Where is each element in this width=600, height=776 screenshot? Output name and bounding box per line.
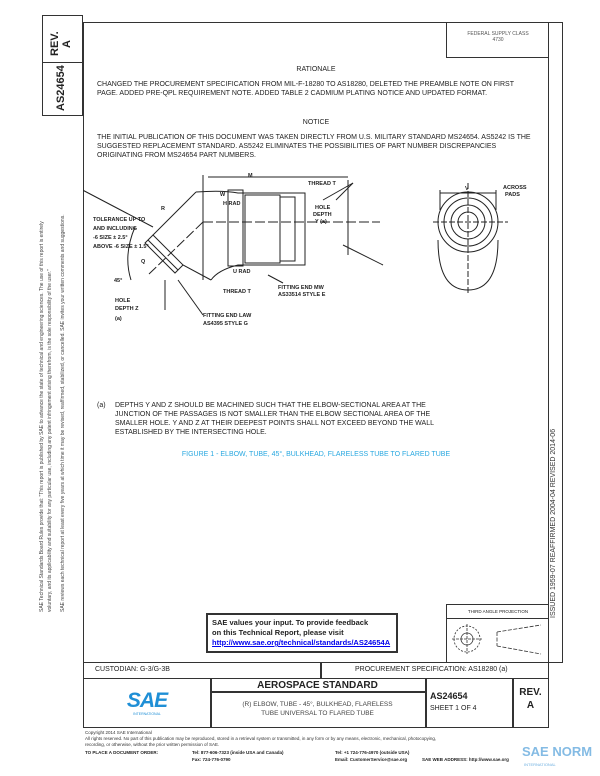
notice-line: SAE Technical Standards Board Rules prov… bbox=[39, 221, 45, 612]
elbow-drawing: TOLERANCE UP TO AND INCLUDING -6 SIZE ± … bbox=[83, 173, 527, 327]
sheet-number: SHEET 1 OF 4 bbox=[430, 705, 477, 712]
label-fitting-law-std: AS4395 STYLE G bbox=[203, 321, 248, 327]
tel-us: Tel: 877-606-7323 (inside USA and Canada… bbox=[192, 750, 284, 755]
divider bbox=[425, 678, 427, 728]
label-r: R bbox=[161, 206, 165, 212]
divider bbox=[210, 678, 212, 728]
label-fitting-mw-std: AS33514 STYLE E bbox=[278, 292, 326, 298]
order-label: TO PLACE A DOCUMENT ORDER: bbox=[85, 750, 159, 755]
note-a-marker: (a) bbox=[97, 402, 106, 409]
sae-logo-sub: INTERNATIONAL bbox=[133, 712, 161, 716]
label-h-rad: H RAD bbox=[223, 201, 240, 207]
divider bbox=[210, 691, 425, 693]
notice-line: voluntary, and its applicability and sui… bbox=[47, 269, 53, 612]
notice-line: SAE reviews each technical report at lea… bbox=[60, 214, 66, 612]
side-rev-value: A bbox=[61, 40, 73, 48]
title-block bbox=[83, 678, 549, 728]
federal-supply-value: 4730 bbox=[492, 37, 504, 43]
label-v: V bbox=[465, 186, 469, 192]
notice-text: THE INITIAL PUBLICATION OF THIS DOCUMENT… bbox=[97, 134, 531, 159]
label-m: M bbox=[248, 173, 253, 179]
label-depth: DEPTH bbox=[313, 212, 332, 218]
tel-intl: Tel: +1 724-776-4970 (outside USA) bbox=[335, 750, 410, 755]
label-q: Q bbox=[141, 259, 146, 265]
aerospace-standard-heading: AEROSPACE STANDARD bbox=[257, 680, 378, 691]
label-pads: PADS bbox=[505, 192, 520, 198]
feedback-box: SAE values your input. To provide feedba… bbox=[206, 613, 398, 653]
federal-supply-label: FEDERAL SUPPLY CLASS bbox=[467, 31, 529, 37]
label-fitting-mw: FITTING END MW bbox=[278, 285, 325, 291]
rationale-text: CHANGED THE PROCUREMENT SPECIFICATION FR… bbox=[97, 81, 514, 97]
tolerance-line: TOLERANCE UP TO bbox=[93, 217, 146, 223]
rights: All rights reserved. No part of this pub… bbox=[85, 736, 437, 741]
title-line: (R) ELBOW, TUBE - 45°, BULKHEAD, FLARELE… bbox=[242, 701, 393, 708]
tolerance-line: AND INCLUDING bbox=[93, 226, 137, 232]
label-angle: 45° bbox=[114, 278, 122, 284]
divider bbox=[512, 678, 514, 728]
title-rev-label: REV. bbox=[519, 687, 542, 698]
feedback-line: SAE values your input. To provide feedba… bbox=[212, 618, 369, 627]
side-rev-box: REV.A bbox=[42, 15, 83, 63]
issue-dates: ISSUED 1959-07 REAFFIRMED 2004-04 REVISE… bbox=[550, 428, 557, 618]
tolerance-line: ABOVE -6 SIZE ± 1.5° bbox=[93, 244, 149, 250]
sae-logo: SAE bbox=[126, 689, 168, 712]
label-u-rad: U RAD bbox=[233, 269, 250, 275]
title-rev-value: A bbox=[526, 700, 535, 711]
copyright: Copyright 2014 SAE International bbox=[85, 730, 152, 735]
rights-2: recording, or otherwise, without the pri… bbox=[85, 742, 220, 747]
label-fitting-law: FITTING END LAW bbox=[203, 313, 252, 319]
label-w: W bbox=[220, 192, 226, 198]
watermark-sub: INTERNATIONAL bbox=[524, 762, 556, 767]
side-notice: SAE Technical Standards Board Rules prov… bbox=[38, 214, 67, 612]
label-hole: HOLE bbox=[315, 205, 331, 211]
notice-heading: NOTICE bbox=[302, 119, 330, 126]
side-rev-label: REV. bbox=[49, 31, 61, 56]
feedback-line: on this Technical Report, please visit bbox=[212, 628, 344, 637]
email: Email: CustomerService@sae.org bbox=[335, 757, 408, 762]
footer: Copyright 2014 SAE International All rig… bbox=[85, 730, 555, 748]
label-depth-z: DEPTH Z bbox=[115, 306, 139, 312]
main-frame bbox=[83, 22, 549, 728]
side-doc-number: AS24654 bbox=[55, 65, 67, 111]
figure-caption: FIGURE 1 - ELBOW, TUBE, 45°, BULKHEAD, F… bbox=[181, 451, 451, 458]
divider bbox=[320, 662, 322, 679]
projection-label: THIRD ANGLE PROJECTION bbox=[447, 605, 549, 619]
watermark: SAE NORM bbox=[522, 744, 593, 759]
right-strip bbox=[548, 22, 563, 663]
procurement-spec: PROCUREMENT SPECIFICATION: AS18280 (a) bbox=[355, 666, 508, 673]
custodian-row bbox=[83, 662, 549, 679]
fax: Fax: 724-776-0790 bbox=[192, 757, 231, 762]
label-thread-t2: THREAD T bbox=[223, 289, 251, 295]
label-z-a: (a) bbox=[115, 316, 122, 322]
side-docnum-box: AS24654 bbox=[42, 62, 83, 116]
note-a-text: DEPTHS Y AND Z SHOULD BE MACHINED SUCH T… bbox=[115, 402, 434, 436]
label-y: Y (a) bbox=[315, 219, 327, 225]
title-doc-number: AS24654 bbox=[430, 691, 468, 701]
label-hole-z: HOLE bbox=[115, 298, 131, 304]
web-address[interactable]: SAE WEB ADDRESS: http://www.sae.org bbox=[422, 757, 509, 762]
tolerance-line: -6 SIZE ± 2.5° bbox=[93, 235, 128, 241]
projection-box: THIRD ANGLE PROJECTION bbox=[446, 604, 549, 663]
side-rev: REV.A bbox=[49, 31, 73, 56]
title-line: TUBE UNIVERSAL TO FLARED TUBE bbox=[261, 710, 374, 717]
feedback-link[interactable]: http://www.sae.org/technical/standards/A… bbox=[212, 638, 391, 647]
drawing-labels: TOLERANCE UP TO AND INCLUDING -6 SIZE ± … bbox=[93, 173, 527, 327]
label-thread-t: THREAD T bbox=[308, 181, 336, 187]
projection-symbol-icon bbox=[452, 624, 542, 655]
label-across: ACROSS bbox=[503, 185, 527, 191]
custodian: CUSTODIAN: G-3/G-3B bbox=[95, 666, 170, 673]
rationale-heading: RATIONALE bbox=[296, 66, 336, 73]
